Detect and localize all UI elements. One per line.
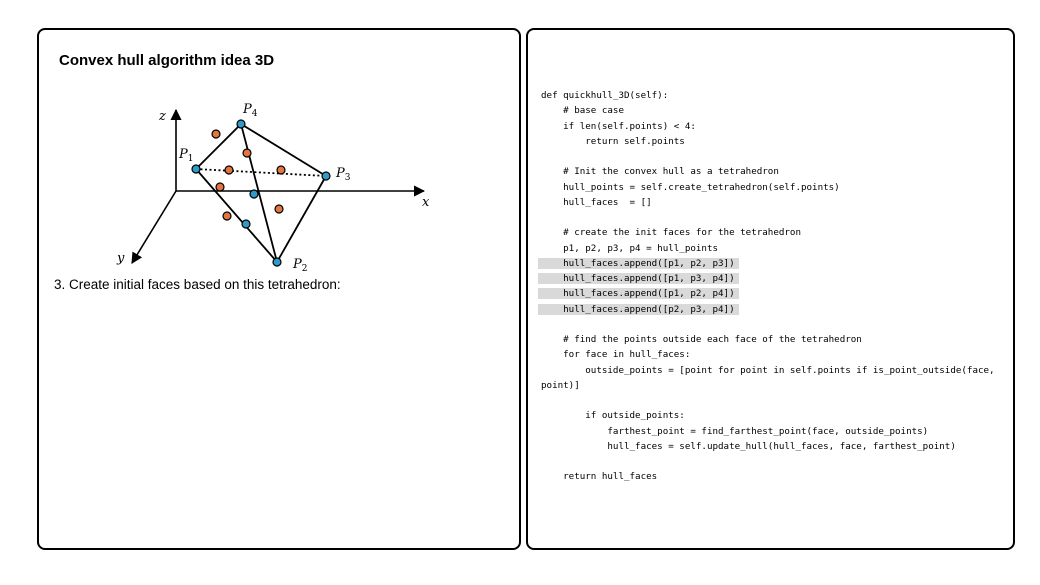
code-text: p1, p2, p3, p4 = hull_points (541, 242, 719, 254)
code-line: # Init the convex hull as a tetrahedron (541, 164, 995, 179)
interior-point (242, 148, 252, 158)
diagram-panel: Convex hull algorithm idea 3D z x y (37, 28, 521, 550)
point-on-edge-1 (249, 189, 259, 199)
interior-point (276, 165, 286, 175)
code-line (541, 149, 995, 164)
code-line (541, 317, 995, 332)
code-block: def quickhull_3D(self): # base case if l… (538, 88, 995, 485)
edge-p1-p3 (195, 168, 327, 177)
tetrahedron-diagram: z x y P1 P2 P3 P4 (116, 102, 430, 274)
code-text: # base case (541, 105, 624, 117)
code-line: point)] (541, 378, 995, 393)
interior-point (215, 182, 225, 192)
label-p3: P3 (335, 166, 351, 183)
code-text: farthest_point = find_farthest_point(fac… (541, 425, 929, 437)
panel-title: Convex hull algorithm idea 3D (59, 52, 275, 69)
label-p2: P2 (292, 257, 307, 274)
label-p1: P1 (178, 147, 193, 164)
point-p1 (191, 164, 201, 174)
code-line: def quickhull_3D(self): (541, 88, 995, 103)
interior-point (224, 165, 234, 175)
point-p4 (236, 119, 246, 129)
y-axis-label: y (116, 251, 125, 266)
highlighted-code-text: hull_faces.append([p2, p3, p4]) (538, 303, 739, 315)
code-line (541, 393, 995, 408)
code-line: farthest_point = find_farthest_point(fac… (541, 424, 995, 439)
code-text: outside_points = [point for point in sel… (541, 364, 995, 376)
y-axis (131, 190, 177, 264)
code-line: hull_faces.append([p1, p3, p4]) (538, 271, 995, 286)
code-line: return hull_faces (541, 469, 995, 484)
code-line: if outside_points: (541, 408, 995, 423)
code-line: # create the init faces for the tetrahed… (541, 225, 995, 240)
code-text: hull_points = self.create_tetrahedron(se… (541, 181, 840, 193)
point-p3 (321, 171, 331, 181)
interior-point (222, 211, 232, 221)
edge-p4-p2 (240, 123, 278, 263)
code-text: return hull_faces (541, 471, 658, 483)
edge-p1-p2 (195, 168, 278, 263)
point-on-edge-2 (241, 219, 251, 229)
interior-point (274, 204, 284, 214)
code-line: hull_faces = self.update_hull(hull_faces… (541, 439, 995, 454)
code-text: if outside_points: (541, 410, 685, 422)
edge-p1-p4 (195, 123, 242, 170)
code-panel: def quickhull_3D(self): # base case if l… (526, 28, 1015, 550)
code-line (541, 454, 995, 469)
code-text: return self.points (541, 135, 685, 147)
code-text: hull_faces = [] (541, 196, 652, 208)
code-line: hull_points = self.create_tetrahedron(se… (541, 180, 995, 195)
code-line (541, 210, 995, 225)
x-axis-label: x (422, 195, 430, 210)
code-text: hull_faces = self.update_hull(hull_faces… (541, 440, 956, 452)
code-line: hull_faces.append([p1, p2, p3]) (538, 256, 995, 271)
code-line: hull_faces.append([p2, p3, p4]) (538, 302, 995, 317)
label-p4: P4 (242, 102, 258, 119)
code-line: outside_points = [point for point in sel… (541, 363, 995, 378)
code-line: # find the points outside each face of t… (541, 332, 995, 347)
code-line: hull_faces = [] (541, 195, 995, 210)
code-line: # base case (541, 103, 995, 118)
highlighted-code-text: hull_faces.append([p1, p2, p4]) (538, 288, 739, 300)
interior-point (211, 129, 221, 139)
edge-p4-p3 (240, 123, 327, 177)
highlighted-code-text: hull_faces.append([p1, p3, p4]) (538, 273, 739, 284)
point-p2 (272, 257, 282, 267)
code-text: # Init the convex hull as a tetrahedron (541, 166, 779, 178)
code-text: # create the init faces for the tetrahed… (541, 227, 801, 239)
code-text: # find the points outside each face of t… (541, 334, 862, 345)
code-line: p1, p2, p3, p4 = hull_points (541, 241, 995, 256)
highlighted-code-text: hull_faces.append([p1, p2, p3]) (538, 257, 739, 269)
code-text: def quickhull_3D(self): (541, 90, 669, 101)
z-axis-label: z (158, 109, 166, 124)
code-text: point)] (541, 379, 580, 391)
code-text: for face in hull_faces: (541, 349, 691, 361)
code-line: if len(self.points) < 4: (541, 119, 995, 134)
edge-p3-p2 (276, 175, 327, 263)
code-text: if len(self.points) < 4: (541, 120, 696, 132)
code-line: for face in hull_faces: (541, 347, 995, 362)
code-line: hull_faces.append([p1, p2, p4]) (538, 286, 995, 301)
code-line: return self.points (541, 134, 995, 149)
step-text: 3. Create initial faces based on this te… (54, 277, 341, 292)
